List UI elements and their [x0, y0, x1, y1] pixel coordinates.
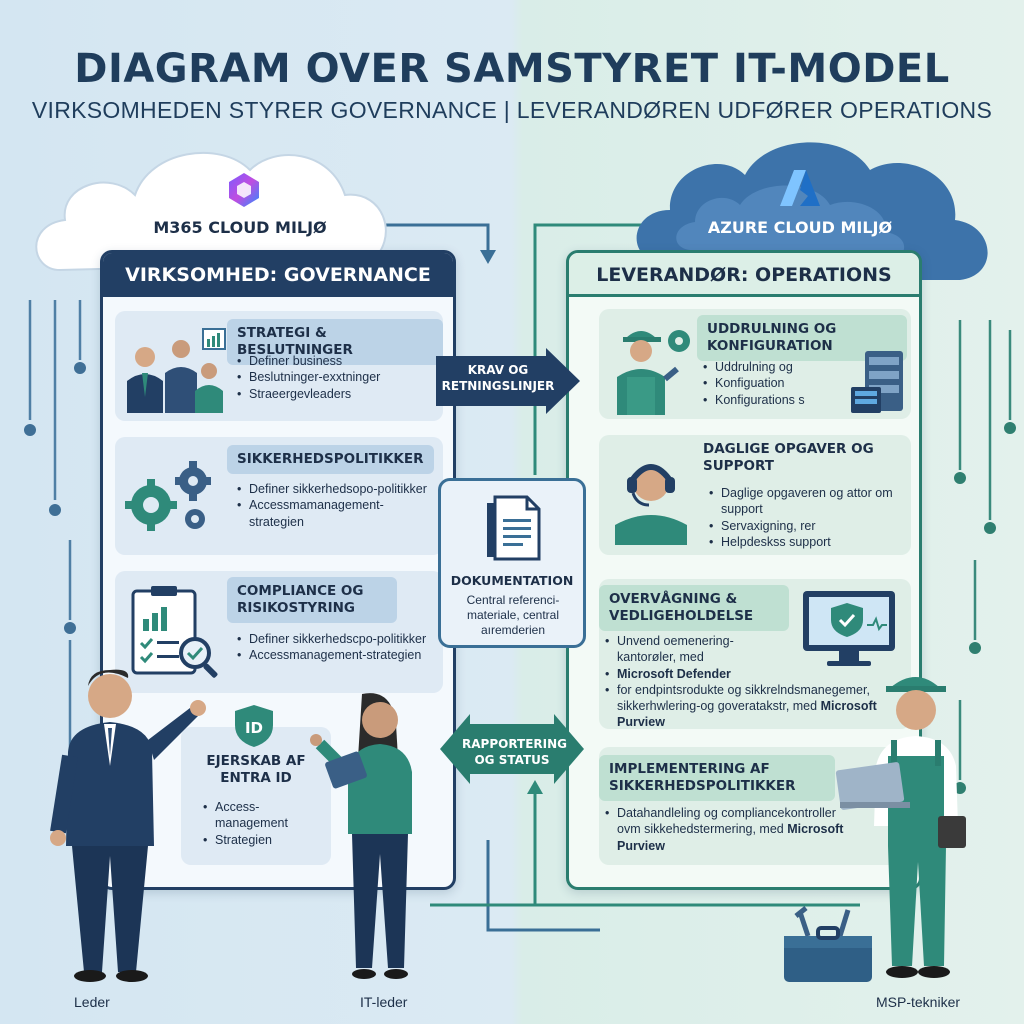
leader-figure — [50, 669, 206, 982]
card-deployment-item: Konfiguation — [703, 375, 843, 392]
technician-gear-icon — [617, 330, 690, 415]
card-implementation-item: Datahandleling og compliancekontroller o… — [605, 805, 845, 854]
it-leader-figure — [310, 693, 412, 979]
card-daily-tasks-title: DAGLIGE OPGAVER OG SUPPORT — [703, 441, 874, 474]
reporting-arrow-label: RAPPORTERING OG STATUS — [462, 737, 567, 768]
card-implementation-title: IMPLEMENTERING AF SIKKERHEDSPOLITIKKER — [599, 755, 835, 801]
card-security-policies-item: Definer sikkerhedsopo-politikker — [237, 481, 437, 498]
card-compliance-title-text: COMPLIANCE OG RISIKOSTYRING — [237, 583, 364, 616]
headset-support-icon — [615, 464, 687, 545]
card-implementation-item-text: Datahandleling og compliancekontroller o… — [617, 806, 836, 837]
requirements-arrow-label: KRAV OG RETNINGSLINJER — [441, 363, 555, 394]
toolbox-icon — [784, 906, 872, 982]
business-people-icon — [127, 328, 226, 413]
card-entra-id-item: Access-management — [203, 799, 323, 832]
card-entra-id: ID EJERSKAB AF ENTRA ID Access-managemen… — [181, 705, 331, 865]
server-rack-icon — [851, 351, 903, 413]
leader-label: Leder — [74, 994, 110, 1010]
msp-technician-label: MSP-tekniker — [876, 994, 961, 1010]
checklist-clipboard-icon — [131, 586, 218, 678]
card-entra-id-title: EJERSKAB AF ENTRA ID — [206, 753, 306, 786]
m365-logo-icon — [229, 173, 259, 207]
card-daily-tasks-item: Daglige opgaveren og attor om support — [709, 485, 905, 518]
card-strategy-item: Definer business — [237, 353, 437, 370]
card-monitoring-item: Unvend oemenering-kantorøler, med — [605, 633, 775, 666]
card-security-policies: SIKKERHEDSPOLITIKKER Definer sikkerhedso… — [115, 437, 443, 555]
msp-technician-figure — [835, 677, 966, 978]
card-monitoring-title: OVERVÅGNING & VEDLIGEHOLDELSE — [599, 585, 789, 631]
requirements-arrow — [436, 348, 580, 414]
card-monitoring-item-text: for endpintsrodukte og sikkrelndsmanegem… — [617, 682, 870, 713]
card-strategy-item: Beslutninger-exxtninger — [237, 369, 437, 386]
card-strategy-item: Straeergevleaders — [237, 386, 437, 403]
card-compliance: COMPLIANCE OG RISIKOSTYRING Definer sikk… — [115, 571, 443, 693]
page-subtitle: VIRKSOMHEDEN STYRER GOVERNANCE | LEVERAN… — [31, 97, 993, 123]
card-monitoring: OVERVÅGNING & VEDLIGEHOLDELSE Unvend oem… — [599, 579, 911, 729]
card-deployment-item: Konfigurations s — [703, 392, 843, 409]
card-daily-tasks-item: Servaxigning, rer — [709, 518, 905, 535]
id-shield-icon: ID — [235, 705, 273, 747]
azure-cloud-label: AZURE CLOUD MILJØ — [707, 218, 893, 237]
operations-panel-header: LEVERANDØR: OPERATIONS — [569, 253, 919, 297]
card-deployment: UDDRULNING OG KONFIGURATION Uddrulning o… — [599, 309, 911, 419]
page-title: DIAGRAM OVER SAMSTYRET IT-MODEL — [74, 46, 950, 92]
card-compliance-item: Accessmanagement-strategien — [237, 647, 437, 664]
documentation-text: Central referenci-materiale, central aır… — [466, 593, 560, 637]
monitor-shield-icon — [803, 591, 895, 666]
card-deployment-item: Uddrulning og — [703, 359, 843, 376]
operations-panel: LEVERANDØR: OPERATIONS UDDRULNING OG KON… — [566, 250, 922, 890]
card-daily-tasks-item: Helpdeskss support — [709, 534, 905, 551]
it-leader-label: IT-leder — [360, 994, 408, 1010]
microsoft-purview-text: Microsoft Purview — [617, 822, 844, 853]
azure-logo-icon — [780, 170, 820, 206]
governance-panel-header: VIRKSOMHED: GOVERNANCE — [103, 253, 453, 297]
card-strategy: STRATEGI & BESLUTNINGER Definer business… — [115, 311, 443, 421]
card-monitoring-item: for endpintsrodukte og sikkrelndsmanegem… — [605, 682, 905, 731]
svg-text:ID: ID — [245, 719, 263, 737]
m365-cloud-label: M365 CLOUD MILJØ — [153, 218, 327, 237]
reporting-arrow — [440, 714, 584, 784]
card-compliance-item: Definer sikkerhedscpo-politikker — [237, 631, 437, 648]
microsoft-purview-text: Microsoft Purview — [617, 699, 877, 730]
document-icon — [487, 495, 541, 561]
card-monitoring-item: Microsoft Defender — [605, 666, 905, 683]
microsoft-defender-text: Microsoft Defender — [617, 666, 731, 681]
documentation-box: DOKUMENTATION Central referenci-material… — [438, 478, 586, 648]
card-security-policies-title: SIKKERHEDSPOLITIKKER — [227, 445, 434, 474]
card-implementation: IMPLEMENTERING AF SIKKERHEDSPOLITIKKER D… — [599, 747, 911, 865]
card-entra-id-item: Strategien — [203, 832, 323, 849]
gears-icon — [125, 461, 211, 531]
card-compliance-title: COMPLIANCE OG RISIKOSTYRING — [227, 577, 397, 623]
documentation-title: DOKUMENTATION — [450, 573, 574, 588]
card-security-policies-item: Accessmamanagement-strategien — [237, 497, 437, 530]
card-daily-tasks: DAGLIGE OPGAVER OG SUPPORT Daglige opgav… — [599, 435, 911, 555]
